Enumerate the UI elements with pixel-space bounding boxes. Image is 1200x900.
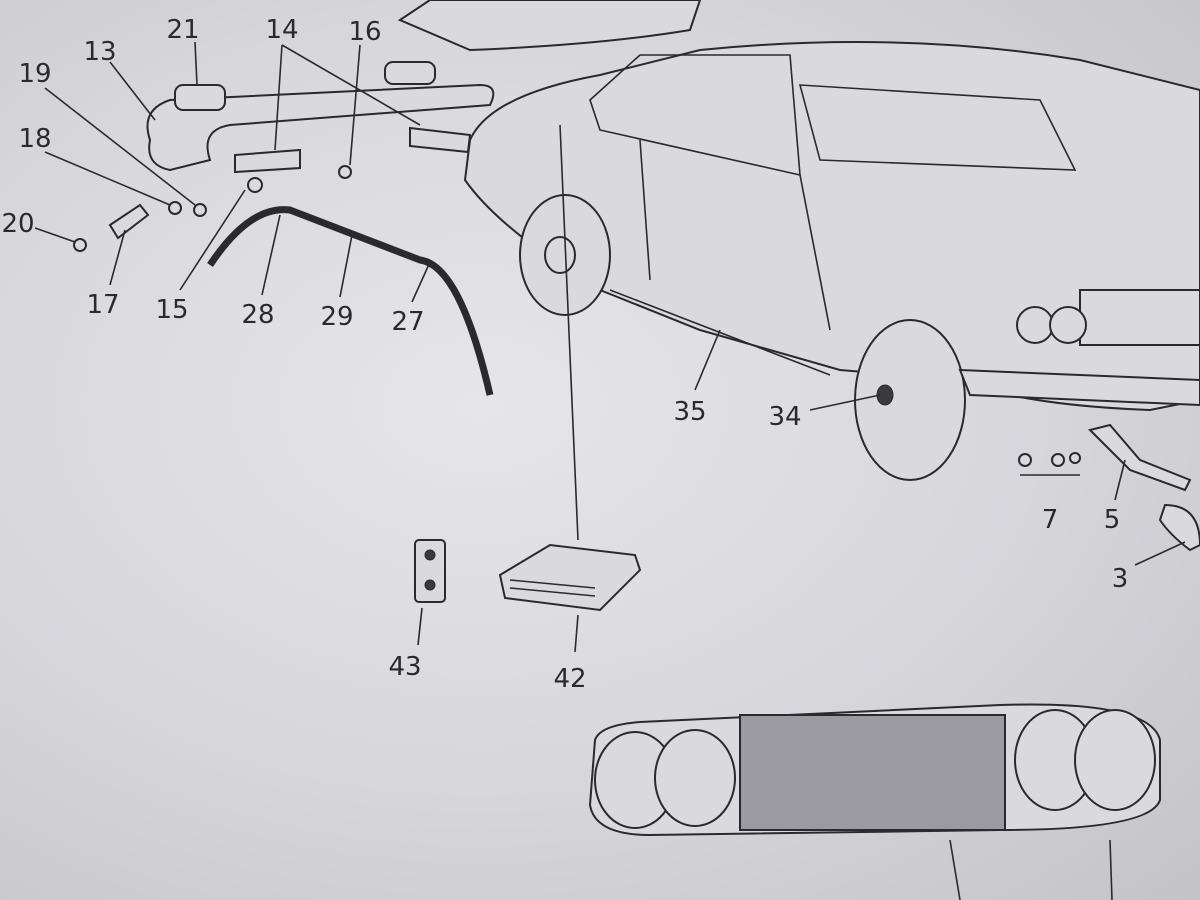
rear-hubcap [544,236,576,274]
bracket-17 [108,203,150,240]
rear-bumper [146,83,495,172]
label-29: 29 [320,302,353,332]
bumper-end-3 [1158,503,1200,552]
car-headlight-1 [1016,306,1054,344]
label-27: 27 [391,307,424,337]
label-15: 15 [155,295,188,325]
bumper-bracket [234,148,301,174]
grille-lamp-2 [654,729,736,827]
car-roof-window [589,54,1077,177]
bumper-guard-right [384,61,436,85]
car-front-bumper [958,368,1200,407]
lamp-43 [414,539,446,603]
label-5: 5 [1104,505,1121,535]
trim-28-29-27 [207,206,494,396]
lamp-43-screw-bottom [424,579,436,591]
label-43: 43 [388,652,421,682]
bolt-7 [1018,453,1032,467]
label-34: 34 [768,402,801,432]
washer-7a [1051,453,1065,467]
lamp-42 [498,543,642,612]
car-door-line [639,139,831,331]
label-16: 16 [348,17,381,47]
label-17: 17 [86,290,119,320]
label-21: 21 [166,15,199,45]
bumper-guard-21 [174,84,226,111]
label-28: 28 [241,300,274,330]
front-wheel [854,319,966,481]
lamp-43-screw-top [424,549,436,561]
label-42: 42 [553,664,586,694]
bumper-bracket-right [409,126,472,154]
lamp-42-fins [509,579,596,597]
bracket-5 [1088,423,1192,492]
bolt-20 [73,238,87,252]
car-front-grille [1079,289,1200,346]
leader-lines [34,41,1186,900]
nut-19 [193,203,207,217]
washer-18 [168,201,182,215]
label-7: 7 [1042,505,1059,535]
label-14: 14 [265,15,298,45]
washer-7b [1069,452,1081,464]
grille-lamp-4 [1074,709,1156,811]
label-13: 13 [83,37,116,67]
windshield-part [397,0,702,52]
label-20: 20 [1,209,34,239]
label-3: 3 [1112,564,1129,594]
bolt-16 [338,165,352,179]
side-moulding-35 [609,289,831,376]
bolt-15 [247,177,263,193]
car-headlight-2 [1049,306,1087,344]
grille-mesh [739,714,1006,831]
label-19: 19 [18,59,51,89]
label-18: 18 [18,124,51,154]
label-35: 35 [673,397,706,427]
